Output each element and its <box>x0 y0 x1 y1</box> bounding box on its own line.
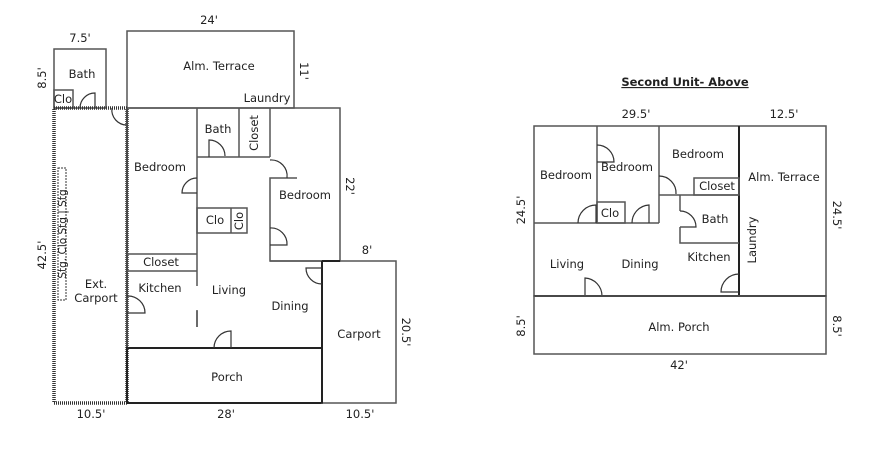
room-label-clo: Clo <box>601 206 619 220</box>
room-label-kitchen: Kitchen <box>138 281 181 295</box>
door-icon <box>208 139 226 157</box>
room-label-clo-small: Clo <box>232 212 246 230</box>
dim-terrace-width: 24' <box>200 13 218 27</box>
door-icon <box>126 295 146 314</box>
closet-room <box>693 177 740 196</box>
room-label-kitchen: Kitchen <box>687 250 730 264</box>
room-label-bath: Bath <box>205 122 232 136</box>
room-label-terrace: Alm. Terrace <box>748 170 819 184</box>
second-unit: Second Unit- Above Bedroom Bedroom Bedro… <box>514 75 844 372</box>
dim-height-right: 24.5' <box>830 201 844 230</box>
room-label-dining: Dining <box>621 257 658 271</box>
door-icon <box>720 273 740 293</box>
main-wall <box>127 107 341 262</box>
door-icon <box>111 107 128 126</box>
room-label-ext-carport-1: Ext. <box>85 277 107 291</box>
room-label-bedroom-2: Bedroom <box>601 160 653 174</box>
dim-carport-offset: 8' <box>362 243 372 257</box>
dim-porch-left: 8.5' <box>514 315 528 336</box>
door-icon <box>269 159 288 179</box>
room-label-storage: Stg. Clo Stg | Stg <box>57 189 69 278</box>
room-label-closet-left: Closet <box>143 255 179 269</box>
dim-terrace-width: 12.5' <box>770 107 799 121</box>
porch-room <box>533 295 827 355</box>
dim-main-width: 29.5' <box>622 107 651 121</box>
door-icon <box>213 330 232 349</box>
storage-strip <box>57 167 67 301</box>
room-label-carport: Carport <box>337 327 381 341</box>
dim-main-height: 22' <box>343 177 357 195</box>
first-unit: Bath Clo Alm. Terrace Laundry Bath Close… <box>35 13 413 421</box>
door-icon <box>269 227 288 246</box>
room-label-bedroom-right: Bedroom <box>279 188 331 202</box>
clo-mid-room <box>196 207 248 234</box>
room-label-porch: Porch <box>211 370 243 384</box>
door-icon <box>79 92 96 109</box>
wall-line <box>269 177 340 262</box>
dim-carport-height: 20.5' <box>399 318 413 347</box>
room-label-dining: Dining <box>271 299 308 313</box>
room-label-closet-top: Closet <box>247 115 261 151</box>
door-icon <box>596 144 615 163</box>
room-label-clo-mid: Clo <box>206 213 224 227</box>
opening <box>195 286 199 310</box>
wall-line <box>679 227 739 244</box>
dim-porch-right: 8.5' <box>830 315 844 336</box>
room-label-bedroom-1: Bedroom <box>540 168 592 182</box>
door-icon <box>631 204 650 224</box>
dim-bath-height: 8.5' <box>35 67 49 88</box>
dim-total-width: 42' <box>670 358 688 372</box>
room-label-laundry: Laundry <box>745 216 759 263</box>
door-icon <box>181 177 198 194</box>
room-label-clo-ext: Clo <box>54 92 72 106</box>
second-unit-title: Second Unit- Above <box>621 75 748 89</box>
door-icon <box>584 277 603 297</box>
door-icon <box>305 267 323 285</box>
dim-carport-width: 10.5' <box>346 407 375 421</box>
dim-ext-carport-width: 10.5' <box>77 407 106 421</box>
door-icon <box>658 175 677 195</box>
room-label-living: Living <box>550 257 584 271</box>
dim-bath-width: 7.5' <box>69 31 90 45</box>
dim-height-left: 24.5' <box>514 196 528 225</box>
room-label-terrace: Alm. Terrace <box>183 59 254 73</box>
room-label-ext-carport-2: Carport <box>74 291 118 305</box>
room-label-bedroom-3: Bedroom <box>672 147 724 161</box>
dim-ext-carport-height: 42.5' <box>35 241 49 270</box>
room-label-bath-ext: Bath <box>69 67 96 81</box>
door-icon <box>679 210 697 228</box>
room-label-porch: Alm. Porch <box>648 320 709 334</box>
ext-clo-room <box>53 89 74 109</box>
clo-room <box>596 201 626 224</box>
opening <box>195 327 199 348</box>
room-label-bedroom-left: Bedroom <box>134 160 186 174</box>
door-icon <box>577 204 597 224</box>
room-label-bath: Bath <box>702 212 729 226</box>
room-label-living: Living <box>212 283 246 297</box>
room-label-closet: Closet <box>699 179 735 193</box>
room-label-laundry: Laundry <box>244 91 291 105</box>
dim-porch-width: 28' <box>217 407 235 421</box>
dim-terrace-height: 11' <box>297 62 311 80</box>
